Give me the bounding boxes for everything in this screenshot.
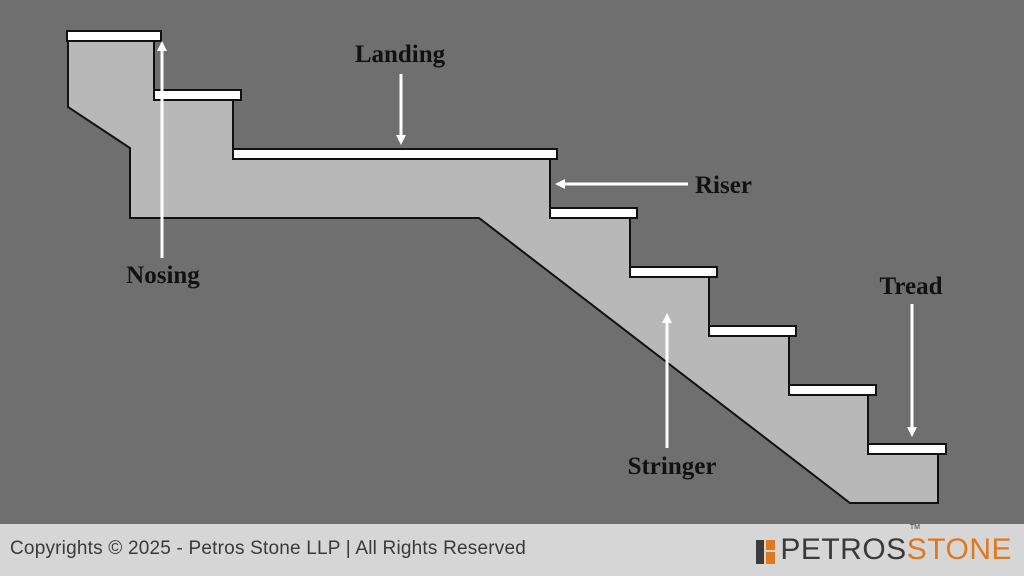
logo-mark-icon — [756, 536, 776, 564]
landing-label: Landing — [355, 41, 446, 68]
stair-diagram-svg: Landing Riser Nosing Tread Stringer — [66, 30, 947, 504]
tread-bottom — [867, 443, 947, 455]
riser-label: Riser — [695, 172, 752, 199]
tread-4 — [549, 207, 638, 219]
tread-6 — [708, 325, 797, 337]
tread-label: Tread — [880, 273, 943, 300]
stringer-label: Stringer — [628, 453, 717, 480]
footer-bar: Copyrights © 2025 - Petros Stone LLP | A… — [0, 524, 1024, 576]
trademark-mark: TM — [909, 524, 920, 531]
copyright-text: Copyrights © 2025 - Petros Stone LLP | A… — [10, 538, 526, 559]
tread-2 — [153, 89, 242, 101]
landing-tread — [232, 148, 558, 160]
logo-wordmark: PETROSSTONE — [780, 532, 1012, 568]
brand-logo: PETROSSTONE — [756, 532, 1012, 568]
tread-7 — [788, 384, 877, 396]
logo-word-stone: STONE — [906, 533, 1012, 566]
logo-word-petros: PETROS — [780, 533, 907, 566]
tread-5 — [629, 266, 718, 278]
nosing-label: Nosing — [126, 262, 200, 289]
tread-top — [66, 30, 162, 42]
